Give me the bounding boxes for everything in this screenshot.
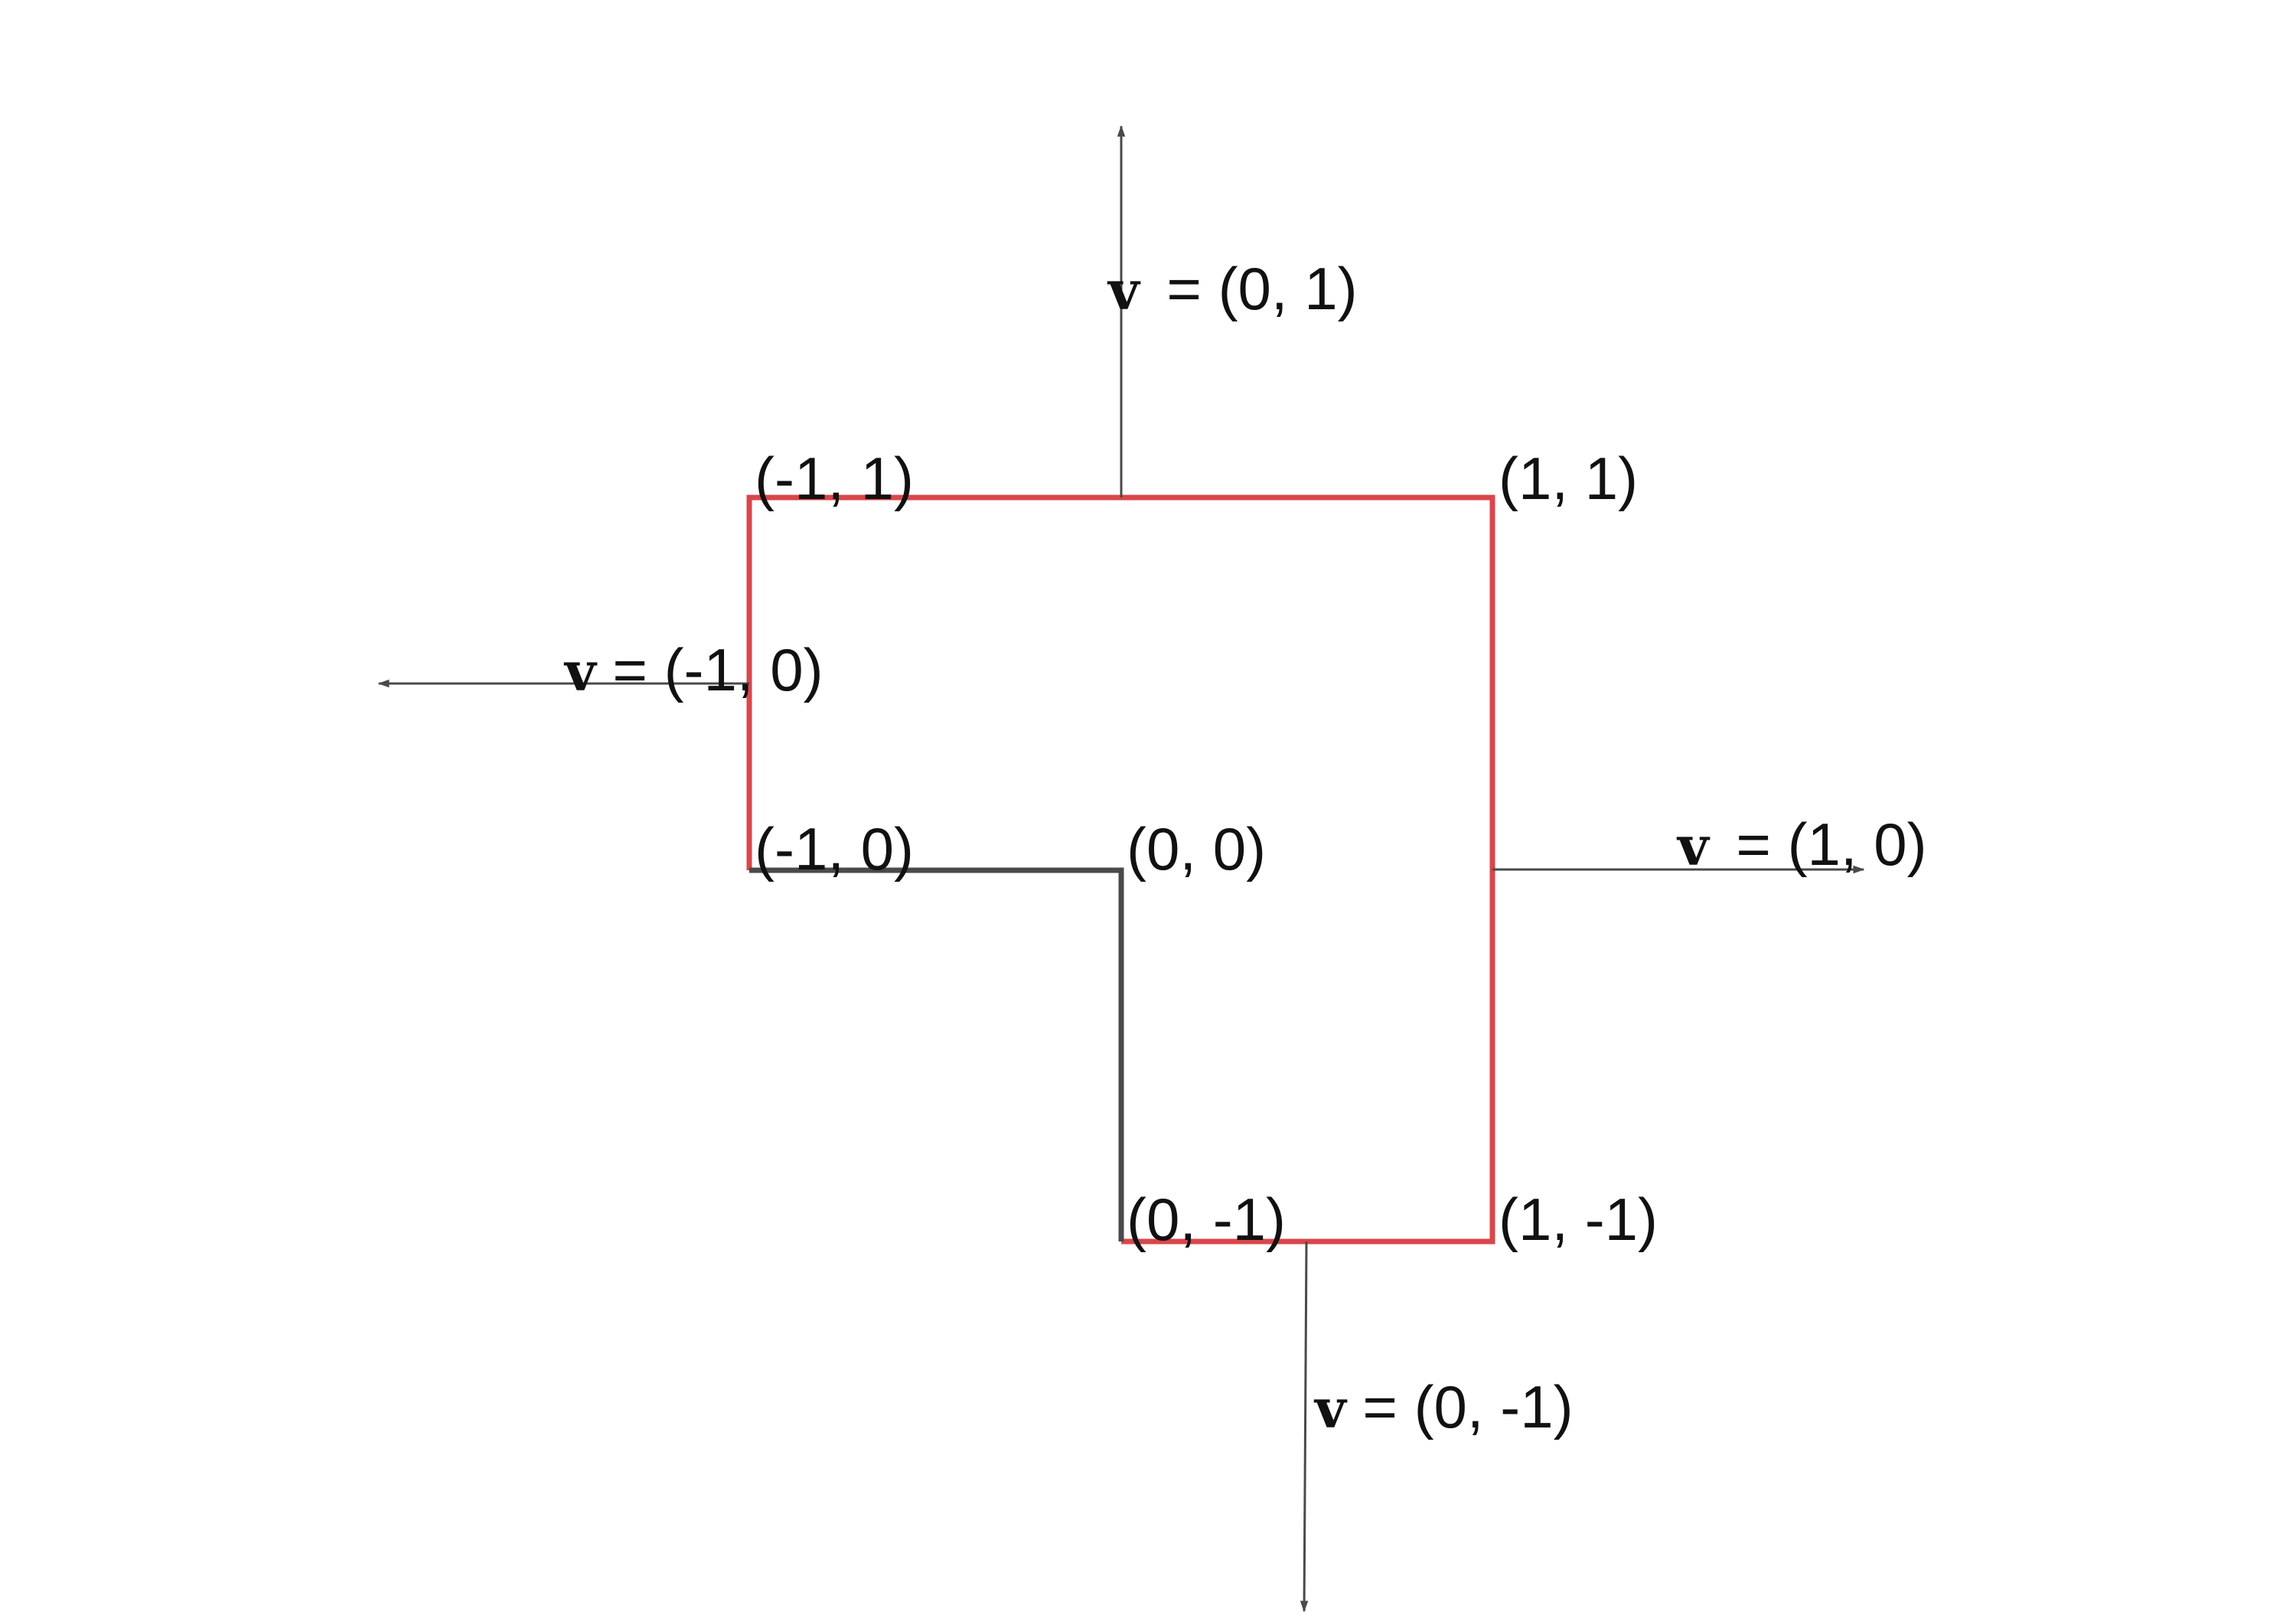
vertex-label-bottom-mid: (0, -1) <box>1127 1186 1286 1253</box>
vector-label-right: v = (1, 0) <box>1676 811 1927 878</box>
vertex-label-top-right: (1, 1) <box>1499 445 1638 512</box>
vertex-label-mid-left: (-1, 0) <box>755 815 914 883</box>
vector-label-left: v = (-1, 0) <box>563 636 823 703</box>
vector-symbol: v <box>1313 1377 1348 1440</box>
vector-value: = (0, -1) <box>1346 1373 1574 1440</box>
outer-boundary <box>746 494 1495 1245</box>
inner-edges <box>749 867 1124 1241</box>
arrow-down <box>1300 1241 1309 1613</box>
vector-value: = (1, 0) <box>1720 811 1927 878</box>
vector-label-down: v = (0, -1) <box>1313 1373 1574 1440</box>
vector-symbol: v <box>1107 259 1141 322</box>
vector-symbol: v <box>1676 814 1711 878</box>
vertex-label-center: (0, 0) <box>1127 815 1266 883</box>
vector-value: = (0, 1) <box>1150 255 1358 322</box>
vector-label-up: v = (0, 1) <box>1107 255 1358 322</box>
vertex-label-bottom-right: (1, -1) <box>1499 1186 1658 1253</box>
vector-symbol: v <box>563 640 598 703</box>
vector-value: = (-1, 0) <box>596 636 823 703</box>
vertex-label-top-left: (-1, 1) <box>755 445 914 512</box>
